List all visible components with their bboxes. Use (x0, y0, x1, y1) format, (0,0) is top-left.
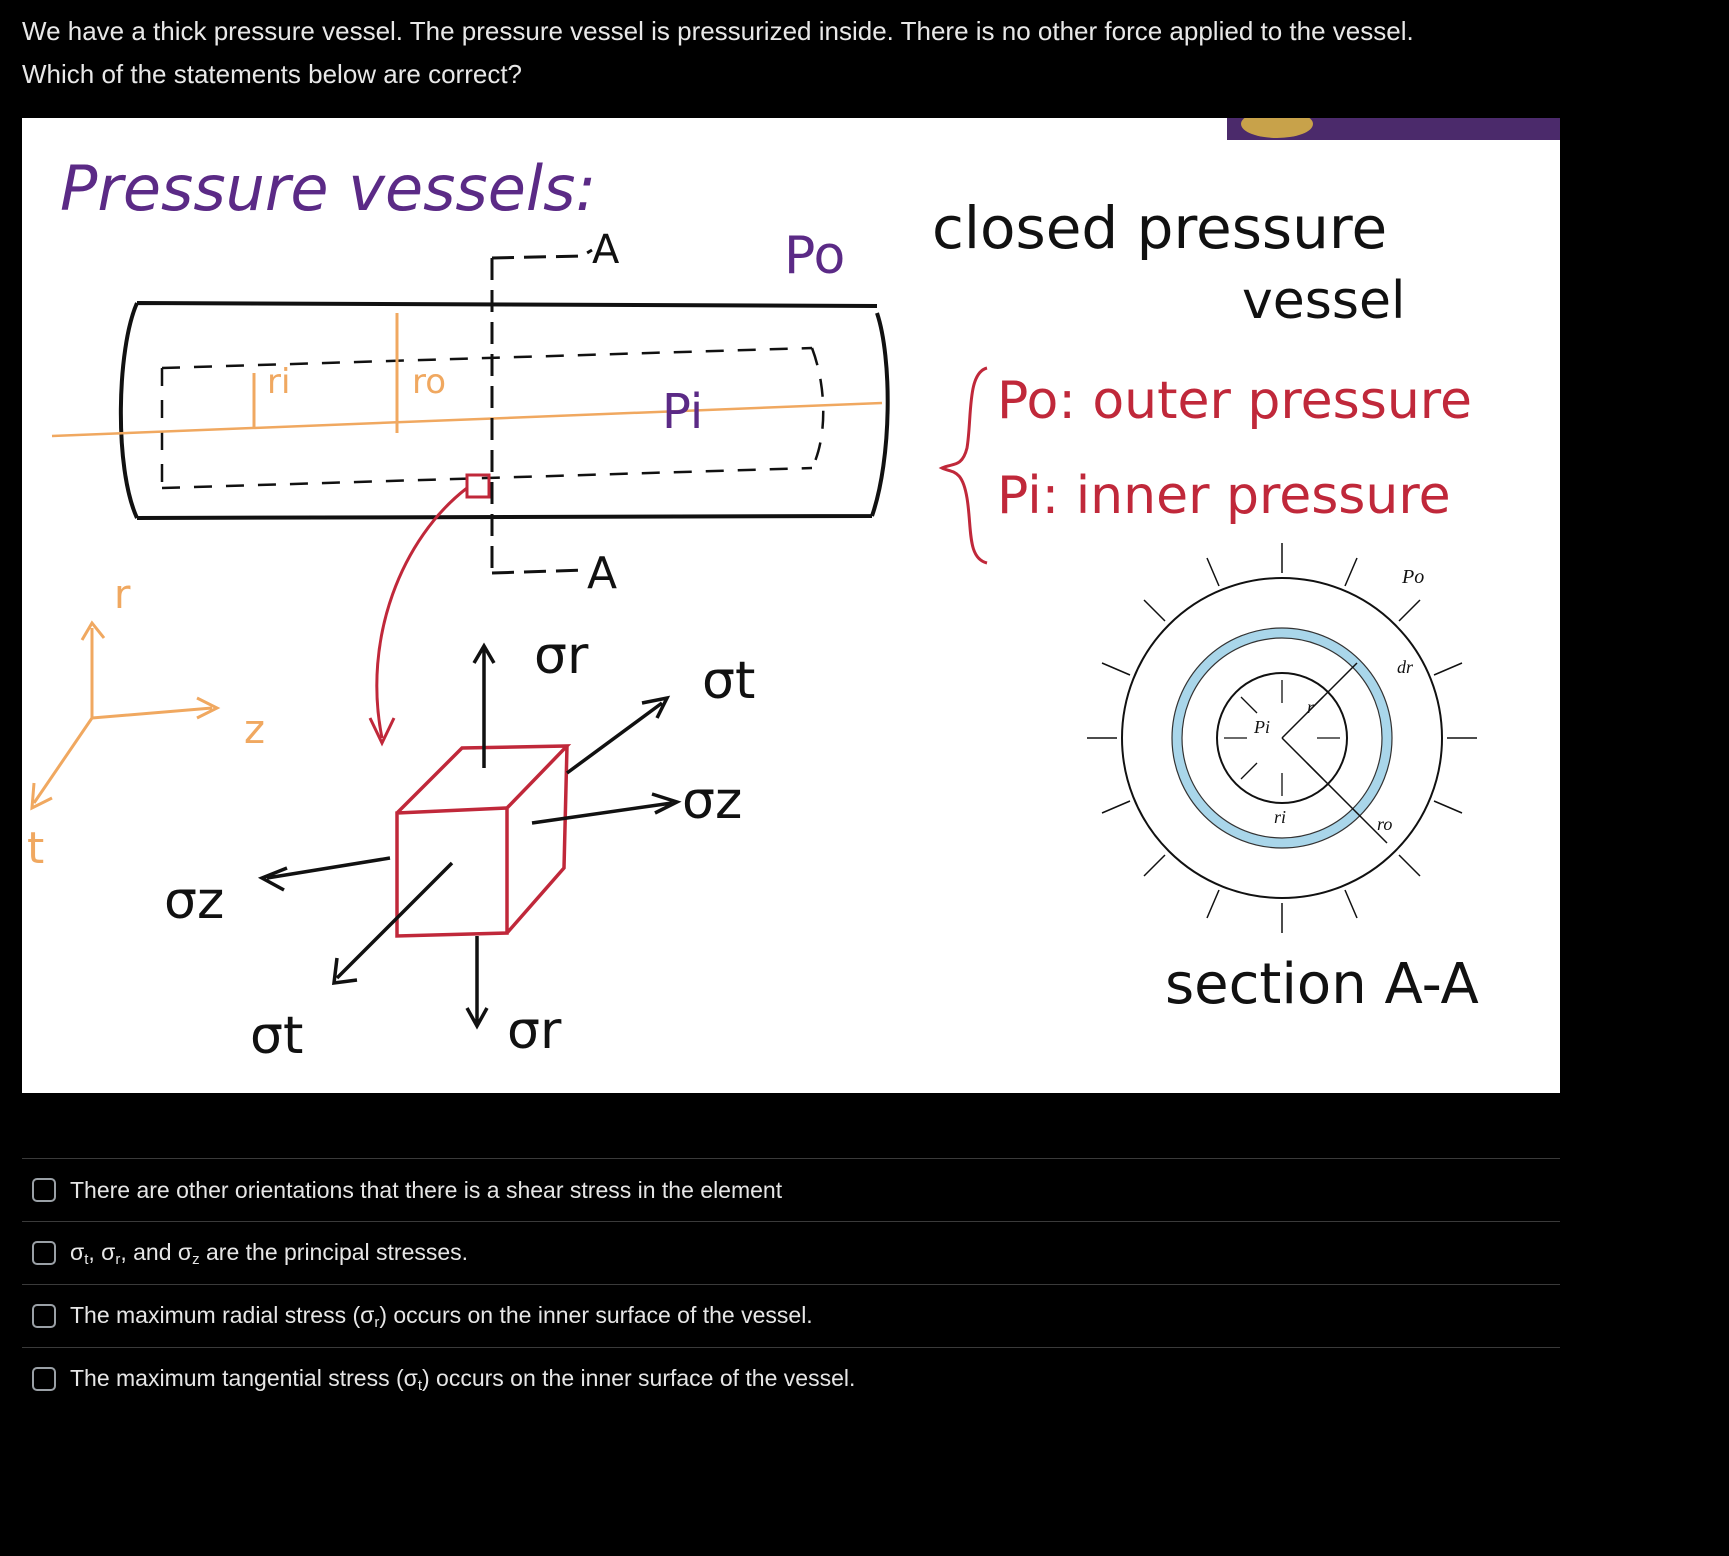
option-1[interactable]: There are other orientations that there … (22, 1158, 1560, 1221)
axis-z-label: z (244, 707, 265, 753)
sigma-t-back-arrow (331, 861, 454, 986)
radius-ro-line (1281, 737, 1388, 844)
diagram-ri-label: ri (1274, 807, 1286, 827)
stress-cube (395, 744, 572, 938)
answer-options: There are other orientations that there … (22, 1158, 1560, 1410)
dr-ring (1172, 628, 1392, 848)
ri-label: ri (267, 362, 290, 402)
question-line-2: Which of the statements below are correc… (22, 59, 523, 89)
option-2-text-a: σ (70, 1238, 85, 1265)
option-4[interactable]: The maximum tangential stress (σt) occur… (22, 1347, 1560, 1410)
sigma-t-left-label: σt (250, 1006, 303, 1066)
option-3-text-b: ) occurs on the inner surface of the ves… (379, 1301, 813, 1328)
po-label: Po (784, 226, 845, 286)
radius-r-line (1281, 662, 1358, 739)
option-4-sub: t (417, 1376, 422, 1394)
option-2-sub-t: t (84, 1250, 89, 1268)
sigma-r-bottom-arrow (465, 936, 489, 1030)
vessel-centerline (51, 401, 883, 438)
pressure-vessel-sketch: Pressure vessels: A A ri ro Po Pi r z t (27, 118, 1560, 1066)
brace (938, 366, 988, 565)
axis-r (80, 620, 106, 718)
question-text: We have a thick pressure vessel. The pre… (22, 10, 1542, 96)
sigma-r-top-label: σr (534, 626, 589, 686)
option-2-text-d: are the principal stresses. (199, 1238, 469, 1265)
diagram-r-label: r (1307, 697, 1315, 717)
axis-t-label: t (27, 823, 44, 874)
element-marker (465, 473, 491, 499)
question-figure: Pressure vessels: A A ri ro Po Pi r z t (22, 118, 1560, 1093)
section-label-a-top: A (592, 227, 620, 273)
sigma-z-right-label: σz (682, 771, 742, 831)
closed-vessel-line-1: closed pressure (932, 194, 1387, 262)
diagram-dr-label: dr (1397, 657, 1414, 677)
vessel-inner-dashed (160, 346, 825, 490)
sigma-r-bottom-label: σr (507, 1001, 562, 1061)
element-callout-arrowhead (368, 717, 396, 747)
option-3-checkbox[interactable] (32, 1304, 56, 1328)
option-2-checkbox[interactable] (32, 1241, 56, 1265)
sigma-z-right-arrow (531, 792, 682, 825)
closed-vessel-line-2: vessel (1242, 271, 1405, 331)
option-4-label: The maximum tangential stress (σt) occur… (70, 1365, 855, 1394)
university-seal (1241, 118, 1313, 138)
option-4-text-a: The maximum tangential stress (σ (70, 1364, 418, 1391)
option-3-label: The maximum radial stress (σr) occurs on… (70, 1302, 813, 1331)
element-callout-arrow (375, 486, 468, 739)
section-line-a (490, 248, 593, 575)
option-3[interactable]: The maximum radial stress (σr) occurs on… (22, 1284, 1560, 1347)
option-3-text-a: The maximum radial stress (σ (70, 1301, 375, 1328)
pi-label: Pi (662, 384, 703, 440)
option-2-text-b: , σ (88, 1238, 116, 1265)
dr-ring-edge-inner (1181, 637, 1383, 839)
axis-t (30, 717, 94, 811)
sigma-t-right-label: σt (702, 651, 755, 711)
diagram-po-label: Po (1401, 566, 1424, 588)
inner-surface (1216, 672, 1348, 804)
axis-r-label: r (114, 572, 131, 618)
sigma-r-top-arrow (472, 642, 496, 768)
section-diagram: Po Pi dr r ri ro (1087, 543, 1477, 933)
sigma-z-left-label: σz (164, 871, 224, 931)
option-1-label: There are other orientations that there … (70, 1176, 783, 1203)
diagram-pi-label: Pi (1253, 717, 1270, 737)
outer-pressure-arrows (1087, 543, 1477, 933)
option-2-sub-r: r (115, 1250, 121, 1268)
title-pressure-vessels: Pressure vessels: (60, 152, 596, 225)
option-4-checkbox[interactable] (32, 1367, 56, 1391)
option-2-sub-z: z (192, 1250, 200, 1268)
section-aa-label: section A-A (1165, 952, 1479, 1017)
ro-label: ro (412, 362, 446, 402)
po-outer-pressure: Po: outer pressure (997, 371, 1472, 431)
option-4-text-b: ) occurs on the inner surface of the ves… (421, 1364, 856, 1391)
option-2[interactable]: σt, σr, and σz are the principal stresse… (22, 1221, 1560, 1284)
sigma-t-arrow (565, 695, 671, 775)
outer-surface (1121, 577, 1443, 899)
option-2-label: σt, σr, and σz are the principal stresse… (70, 1239, 468, 1268)
dr-ring-edge-outer (1171, 627, 1393, 849)
sigma-z-left-arrow (257, 856, 391, 892)
question-line-1: We have a thick pressure vessel. The pre… (22, 16, 1414, 46)
option-1-checkbox[interactable] (32, 1178, 56, 1202)
section-label-a-bottom: A (587, 548, 617, 599)
option-3-sub: r (374, 1313, 380, 1331)
pi-inner-pressure: Pi: inner pressure (997, 466, 1451, 526)
vessel-outline (118, 301, 890, 520)
option-2-text-c: , and σ (120, 1238, 193, 1265)
axis-z (91, 696, 221, 720)
diagram-ro-label: ro (1377, 814, 1392, 834)
